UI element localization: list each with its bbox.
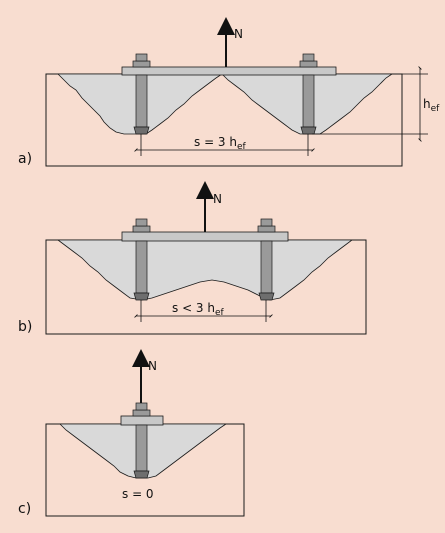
anchor-right-b [257, 218, 276, 301]
panel-c: N s = 0 c) [18, 349, 245, 517]
anchor-c [132, 402, 151, 479]
base-plate-a [121, 66, 337, 76]
force-label-b: N [213, 192, 222, 206]
anchor-left-b [132, 218, 151, 301]
force-label-c: N [148, 359, 157, 373]
spacing-label-b: s < 3 hef [172, 301, 225, 318]
panel-label-a: a) [18, 151, 32, 167]
panel-b: N s < 3 hef b) [18, 181, 367, 335]
anchor-left-a [132, 53, 151, 135]
spacing-label-a: s = 3 hef [194, 135, 247, 152]
force-label-a: N [234, 27, 243, 41]
base-plate-c [120, 415, 164, 426]
spacing-label-c: s = 0 [122, 487, 154, 501]
breakout-cone-b [56, 239, 354, 301]
panel-a: N hef s = 3 hef a) [18, 17, 440, 167]
base-plate-b [121, 231, 289, 242]
panel-label-c: c) [18, 501, 31, 517]
embedment-label: hef [423, 97, 440, 114]
panel-label-b: b) [18, 319, 32, 335]
